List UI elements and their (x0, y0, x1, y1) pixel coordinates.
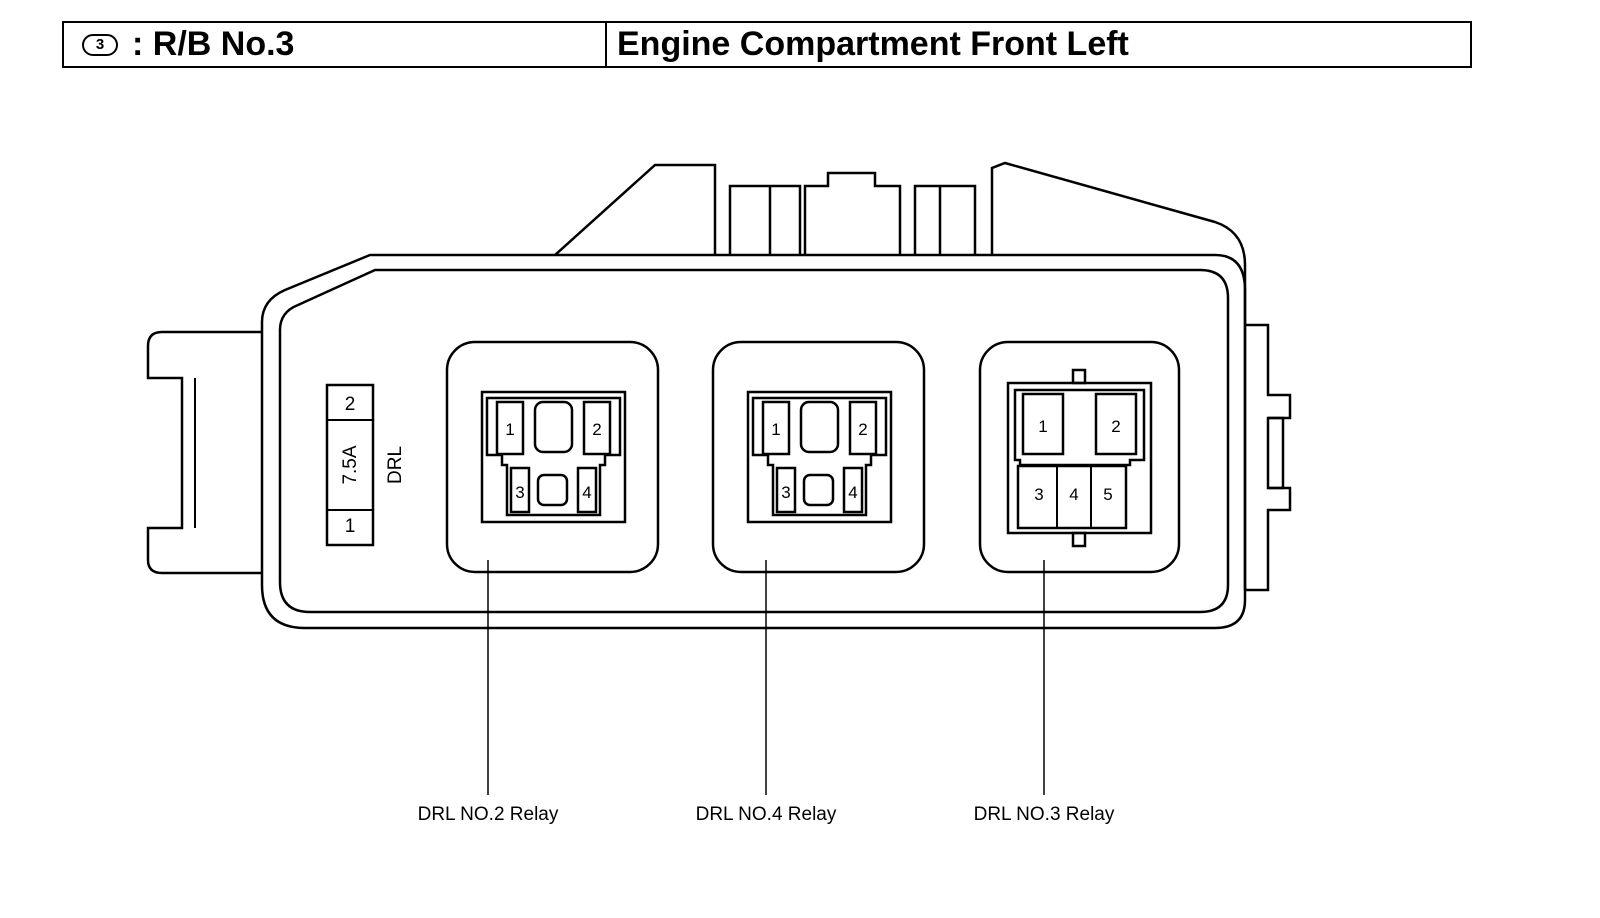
relay-terminal-4: 4 (1069, 485, 1078, 504)
inner-body (278, 268, 1230, 614)
relay-terminal-2: 2 (592, 420, 601, 439)
location-title: Engine Compartment Front Left (617, 25, 1129, 63)
relay-terminal-4: 4 (848, 483, 857, 502)
relay-terminal-2: 2 (1111, 417, 1120, 436)
relay-drl-no3: 1 2 3 4 5 DRL NO.3 Relay (974, 340, 1181, 825)
relay-label: DRL NO.2 Relay (418, 804, 559, 825)
fuse-terminal-top: 2 (345, 394, 356, 415)
fuse-amperage: 7.5A (340, 445, 361, 484)
relay-drl-no2: 1 2 3 4 DRL NO.2 Relay (418, 340, 660, 825)
relay-terminal-5: 5 (1103, 485, 1112, 504)
relay-drl-no4: 1 2 3 4 DRL NO.4 Relay (696, 340, 926, 825)
relay-terminal-4: 4 (582, 483, 591, 502)
outer-body (260, 253, 1247, 630)
relay-terminal-3: 3 (781, 483, 790, 502)
header-right-cell: Engine Compartment Front Left (607, 23, 1470, 66)
relay-terminal-1: 1 (1038, 417, 1047, 436)
left-mounting-bracket (146, 330, 262, 575)
relay-label: DRL NO.4 Relay (696, 804, 837, 825)
relay-terminal-3: 3 (1034, 485, 1043, 504)
header-bar: 3 : R/B No.3 Engine Compartment Front Le… (62, 21, 1472, 68)
top-connector-left (728, 184, 802, 255)
top-cover-outline (554, 163, 717, 256)
fuse-name: DRL (385, 446, 406, 484)
relay-terminal-2: 2 (858, 420, 867, 439)
top-connector-right (913, 184, 977, 255)
relay-block-title: : R/B No.3 (132, 25, 295, 63)
right-side-connector (1245, 323, 1292, 592)
drl-fuse: 2 1 7.5A DRL (325, 383, 406, 547)
top-cover-outline-right (990, 161, 1247, 590)
top-connector-center (803, 171, 902, 255)
fuse-terminal-bottom: 1 (345, 516, 356, 537)
header-left-cell: 3 : R/B No.3 (64, 23, 607, 66)
relay-terminal-1: 1 (771, 420, 780, 439)
relay-label: DRL NO.3 Relay (974, 804, 1115, 825)
relay-terminal-1: 1 (505, 420, 514, 439)
relay-terminal-3: 3 (515, 483, 524, 502)
circled-number-badge: 3 (82, 33, 118, 56)
right-connector-inner (1268, 416, 1285, 490)
